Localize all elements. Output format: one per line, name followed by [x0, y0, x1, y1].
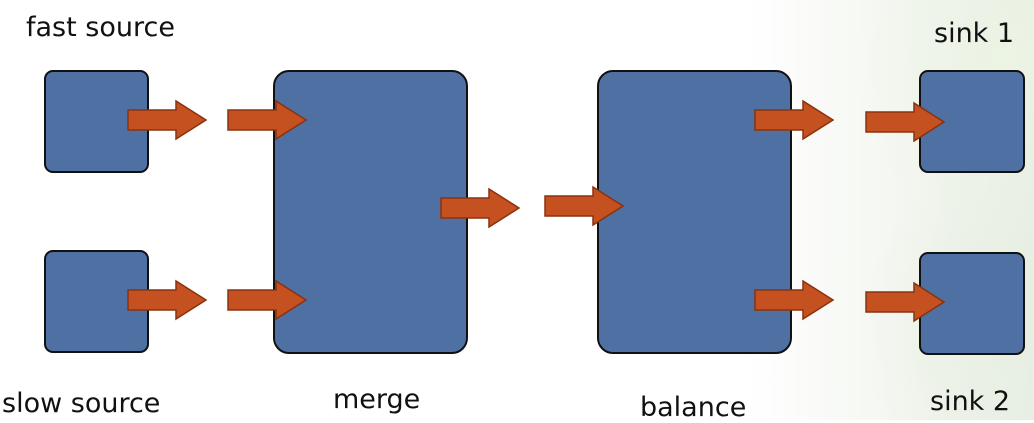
- balance-label: balance: [640, 392, 747, 423]
- merge-in-arrow-top: [227, 99, 308, 141]
- merge-in-arrow-bottom: [227, 279, 308, 321]
- merge-out-arrow: [440, 187, 521, 229]
- balance-out-arrow-top: [754, 99, 835, 141]
- merge-node: [273, 70, 468, 354]
- fast-source-label: fast source: [26, 12, 175, 43]
- slow-source-out-arrow: [127, 279, 208, 321]
- sink-1-label: sink 1: [934, 18, 1015, 49]
- fast-source-out-arrow: [127, 99, 208, 141]
- sink-1-in-arrow: [865, 101, 946, 143]
- sink-2-label: sink 2: [930, 386, 1011, 417]
- merge-label: merge: [333, 384, 421, 415]
- balance-in-arrow: [544, 185, 625, 227]
- balance-out-arrow-bottom: [754, 279, 835, 321]
- sink-2-in-arrow: [865, 281, 946, 323]
- slow-source-label: slow source: [2, 388, 161, 419]
